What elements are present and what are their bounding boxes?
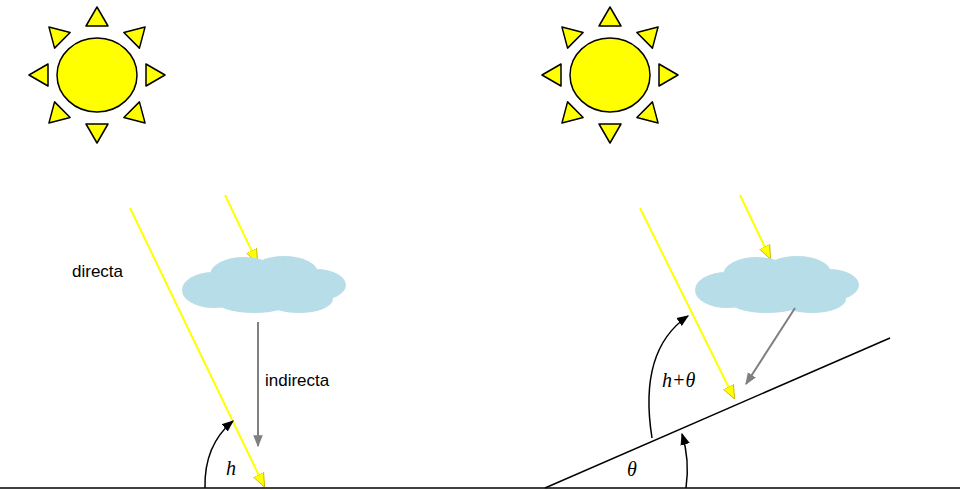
sun-symbol (29, 7, 165, 143)
ground-line (0, 487, 960, 489)
tilted-surface (545, 338, 890, 488)
angle-label: h+θ (662, 368, 695, 392)
radiation-label: indirecta (265, 371, 329, 391)
direct-ray (130, 208, 264, 486)
cloud-symbol (182, 256, 346, 313)
angle-label: h (226, 456, 236, 480)
incoming-ray (740, 195, 770, 258)
incoming-ray (225, 195, 257, 262)
indirect-ray (257, 322, 259, 446)
cloud-symbol (695, 256, 859, 313)
sun-symbol (542, 7, 678, 143)
angle-label: θ (627, 457, 637, 481)
angle-arc (682, 434, 687, 488)
indirect-ray (746, 308, 795, 384)
radiation-label: directa (72, 262, 123, 282)
